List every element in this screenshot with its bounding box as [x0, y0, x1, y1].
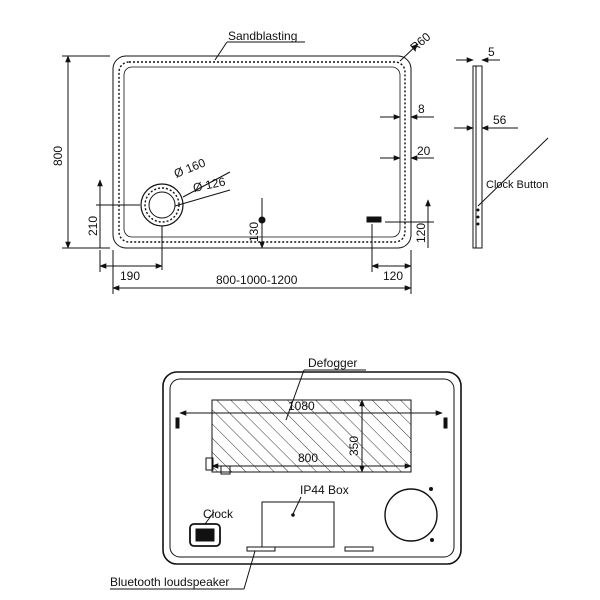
clock-button-label: Clock Button: [486, 179, 548, 191]
overall-width-label: 800-1000-1200: [216, 273, 298, 287]
offset-190-label: 190: [120, 269, 140, 283]
side-view: [454, 57, 549, 249]
margin-8-label: 8: [418, 102, 425, 116]
speaker-left: [246, 546, 276, 552]
offset-120-bottom-label: 120: [383, 269, 403, 283]
margin-20-label: 20: [417, 144, 431, 158]
speaker-right: [344, 546, 374, 552]
offset-130-label: 130: [247, 222, 261, 242]
diameter-126-label: Ø 126: [192, 174, 227, 195]
ip44-label: IP44 Box: [300, 483, 349, 497]
offset-210-label: 210: [86, 216, 100, 236]
clock-button-marker: [366, 216, 382, 223]
back-frame-outer: [162, 371, 462, 565]
ring-backing: [384, 488, 438, 542]
back-view: [110, 369, 462, 590]
diameter-160-label: Ø 160: [172, 155, 208, 180]
back-frame-inner: [169, 378, 455, 558]
side-profile: [472, 65, 483, 249]
depth-label: 56: [493, 113, 507, 127]
offset-120-right-label: 120: [414, 223, 428, 243]
defogger-width-label: 1080: [288, 399, 315, 413]
thickness-label: 5: [488, 45, 495, 59]
defogger-label: Defogger: [308, 356, 357, 370]
led-ring-inner: [148, 191, 176, 219]
back-view-labels: Defogger 1080 800 350 IP44 Box Clock Blu…: [110, 356, 361, 589]
defogger-height-label: 350: [347, 436, 361, 456]
clock-label: Clock: [203, 507, 234, 521]
bluetooth-label: Bluetooth loudspeaker: [110, 575, 229, 589]
sandblasting-border: [118, 61, 406, 243]
height-label: 800: [51, 146, 65, 166]
inner-width-label: 800: [298, 451, 318, 465]
sandblasting-label: Sandblasting: [228, 29, 297, 43]
ip44-box: [261, 501, 335, 548]
front-view: [62, 41, 434, 294]
side-view-labels: 5 56 Clock Button: [486, 45, 548, 191]
